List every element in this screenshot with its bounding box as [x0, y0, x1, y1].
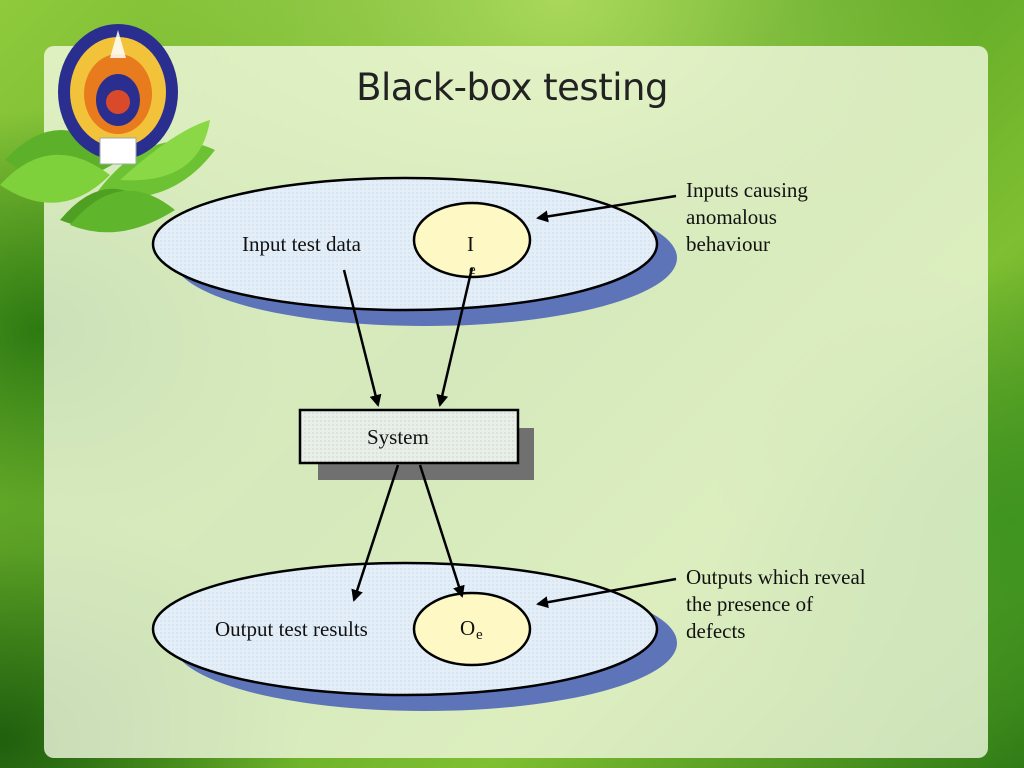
arrow-input-to-system [342, 269, 382, 407]
input-set-ellipse [151, 176, 659, 312]
pointer-outputs-note [536, 577, 677, 609]
university-seal-icon [0, 24, 215, 233]
arrow-system-to-output [351, 464, 400, 602]
input-anomalous-label: I [467, 232, 474, 256]
system-label: System [367, 425, 429, 449]
output-defect-label: O [460, 616, 476, 640]
output-set-label: Output test results [215, 617, 368, 641]
input-anomalous-ellipse [412, 201, 532, 279]
arrow-anomalous-to-system [436, 267, 474, 407]
note-inputs-line-3: behaviour [686, 232, 770, 256]
note-outputs-line-2: the presence of [686, 592, 814, 616]
output-defect-subscript: e [476, 627, 483, 643]
note-outputs-line-3: defects [686, 619, 746, 643]
note-inputs-anomalous: Inputs causing anomalous behaviour [686, 177, 916, 258]
input-anomalous-subscript: e [469, 262, 476, 278]
arrow-system-to-defect [418, 464, 465, 598]
note-outputs-line-1: Outputs which reveal [686, 565, 866, 589]
input-set-label: Input test data [242, 232, 361, 256]
note-inputs-line-2: anomalous [686, 205, 777, 229]
slide-title: Black-box testing [356, 66, 668, 109]
output-defect-ellipse [412, 591, 532, 667]
note-outputs-defects: Outputs which reveal the presence of def… [686, 564, 916, 645]
output-set-ellipse [151, 561, 659, 697]
pointer-inputs-note [536, 194, 677, 223]
system-box [298, 408, 520, 465]
note-inputs-line-1: Inputs causing [686, 178, 808, 202]
